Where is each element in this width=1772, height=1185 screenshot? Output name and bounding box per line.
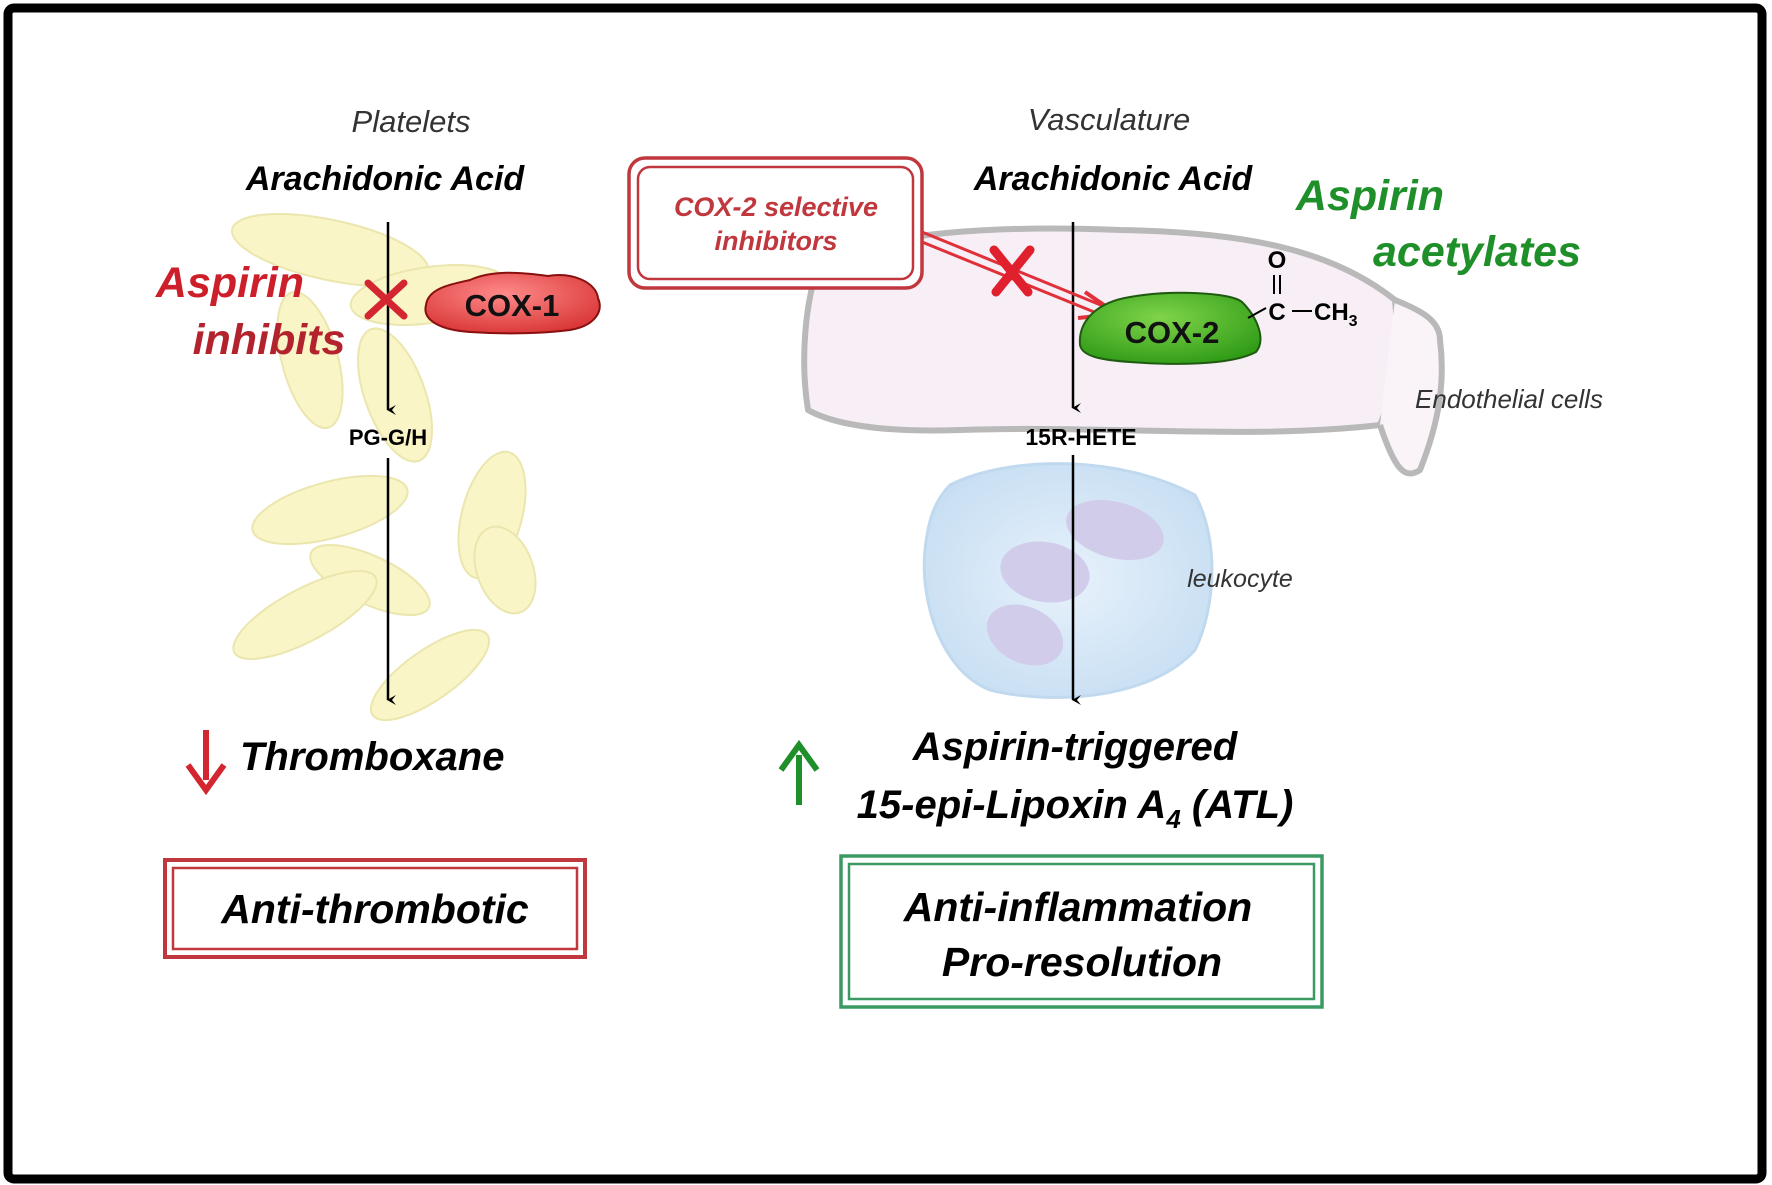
- cox1-label: COX-1: [465, 288, 560, 323]
- cox2-label: COX-2: [1125, 315, 1220, 350]
- cox2-enzyme: COX-2: [1078, 291, 1262, 365]
- platelet: [276, 290, 344, 430]
- platelet: [251, 474, 409, 546]
- atl-line2: 15-epi-Lipoxin A4 (ATL): [857, 783, 1294, 834]
- inhibition-x-icon: [989, 245, 1035, 297]
- acetyl-carbon: C: [1268, 299, 1285, 326]
- pro-resolution-label: Pro-resolution: [942, 939, 1222, 985]
- acetyl-oxygen: O: [1268, 247, 1287, 274]
- left-inhibits-label: inhibits: [193, 316, 346, 364]
- anti-inflammation-label: Anti-inflammation: [903, 884, 1252, 930]
- platelet: [357, 327, 433, 463]
- cox2-inhibitors-line2: inhibitors: [715, 226, 838, 256]
- inhibition-x-icon: [364, 279, 408, 320]
- vasculature-label: Vasculature: [1028, 102, 1191, 137]
- anti-inflammation-box: Anti-inflammation Pro-resolution: [839, 854, 1324, 1009]
- platelets-label: Platelets: [352, 104, 471, 139]
- cox2-inhibitors-line1: COX-2 selective: [674, 192, 878, 222]
- right-aspirin-label: Aspirin: [1295, 172, 1444, 220]
- platelet: [369, 628, 491, 722]
- platelet: [473, 525, 537, 615]
- acetylates-label: acetylates: [1373, 228, 1581, 276]
- acetyl-methyl: CH3: [1314, 299, 1358, 330]
- anti-thrombotic-label: Anti-thrombotic: [220, 886, 529, 932]
- atl-line1: Aspirin-triggered: [912, 725, 1239, 769]
- cox2-inhibitors-box: COX-2 selective inhibitors: [627, 156, 924, 290]
- decrease-arrow-icon: [185, 730, 227, 796]
- endothelial-cells-label: Endothelial cells: [1415, 384, 1603, 414]
- left-aspirin-label: Aspirin: [155, 259, 304, 307]
- 15r-hete-label: 15R-HETE: [1025, 424, 1136, 450]
- left-arachidonic-acid: Arachidonic Acid: [245, 160, 526, 198]
- leukocyte-label: leukocyte: [1187, 565, 1293, 593]
- anti-thrombotic-box: Anti-thrombotic: [163, 858, 587, 959]
- pg-gh-label: PG-G/H: [349, 425, 427, 450]
- platelet: [232, 569, 378, 661]
- increase-arrow-icon: [778, 739, 820, 805]
- acetyl-group: O C CH3: [1247, 247, 1358, 330]
- cox1-enzyme: COX-1: [424, 271, 601, 335]
- right-arachidonic-acid: Arachidonic Acid: [973, 160, 1254, 198]
- leukocyte-illustration: [922, 462, 1214, 699]
- thromboxane-label: Thromboxane: [240, 735, 504, 779]
